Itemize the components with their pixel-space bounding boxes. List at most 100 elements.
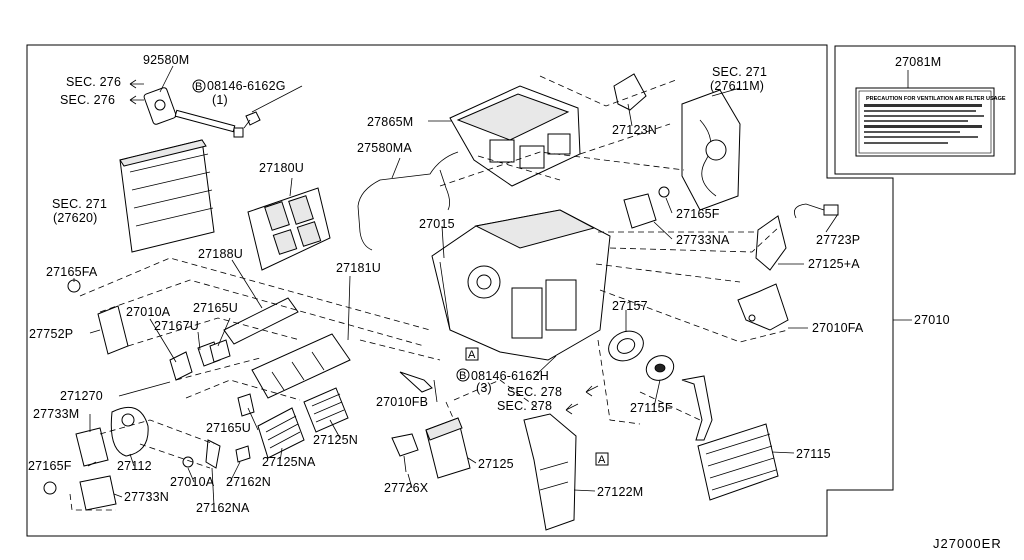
label-27733NA: 27733NA [676, 233, 730, 247]
side-vent-27125N-part [303, 387, 349, 433]
arrow-sec278-lower [565, 403, 579, 415]
label-27010A-b: 27010A [170, 475, 215, 489]
label-27010A-a: 27010A [126, 305, 171, 319]
part-labels: 92580M SEC. 276 SEC. 276 B 08146-6162G (… [28, 53, 950, 515]
screw-27165F-part [43, 481, 57, 495]
label-08146-6162G-qty: (1) [212, 93, 228, 107]
label-sec278-a: SEC. 278 [507, 385, 562, 399]
label-sec276-a: SEC. 276 [66, 75, 121, 89]
label-27181U: 27181U [336, 261, 381, 275]
label-27122M: 27122M [597, 485, 643, 499]
label-27125A: 27125+A [808, 257, 860, 271]
label-sec276-b: SEC. 276 [60, 93, 115, 107]
inset-part-number: 27081M [895, 55, 941, 69]
label-08146-6162G: 08146-6162G [207, 79, 286, 93]
label-27165F-a: 27165F [676, 207, 720, 221]
side-vent-27125NA-part [257, 407, 305, 459]
label-27165U-b: 27165U [206, 421, 251, 435]
label-27733N: 27733N [124, 490, 169, 504]
main-frame [26, 44, 894, 537]
svg-text:PRECAUTION FOR VENTILATION AIR: PRECAUTION FOR VENTILATION AIR FILTER US… [866, 96, 1006, 102]
label-27162NA: 27162NA [196, 501, 250, 515]
label-27115F: 27115F [630, 401, 673, 415]
bolt-b-marker-2 [456, 368, 470, 382]
label-271270: 271270 [60, 389, 103, 403]
center-vent-grille-part [247, 187, 331, 271]
motor-27733M-part [75, 427, 109, 467]
label-08146-6162H: 08146-6162H [471, 369, 549, 383]
duct-27188U-part [223, 297, 299, 345]
label-27010: 27010 [914, 313, 950, 327]
arrow-sec278-upper [585, 385, 599, 397]
diagram-code: J27000ER [933, 536, 1002, 551]
box-a-marker-2 [595, 452, 609, 466]
clip-27165U-part [209, 339, 231, 363]
label-27165F-b: 27165F [28, 459, 72, 473]
clip-27162NA-part [205, 439, 221, 469]
label-27165FA: 27165FA [46, 265, 98, 279]
bracket-27752P-part [97, 305, 129, 355]
bracket-27123N-part [613, 73, 647, 111]
sensor-27723P-part [793, 203, 839, 219]
wire-harness-part [357, 151, 459, 251]
seal-27115F-part [645, 355, 675, 381]
sensor-27726X-part [391, 433, 419, 473]
label-08146-6162H-qty: (3) [476, 381, 492, 395]
label-27611M: (27611M) [710, 79, 764, 93]
label-27125NA: 27125NA [262, 455, 316, 469]
label-sec271-b: SEC. 271 [712, 65, 767, 79]
label-27580MA: 27580MA [357, 141, 412, 155]
label-27180U: 27180U [259, 161, 304, 175]
label-27165U-a: 27165U [193, 301, 238, 315]
label-27167U: 27167U [154, 319, 199, 333]
bracket-27010FB-part [399, 371, 433, 393]
intake-actuator-part [681, 89, 741, 211]
bolt-b-marker-1 [192, 79, 206, 93]
actuator-27125-part [425, 417, 471, 479]
label-27115: 27115 [796, 447, 831, 461]
leader-lines [73, 65, 912, 507]
clip-27010A-part [169, 351, 193, 381]
clip-27162N-part [235, 445, 251, 463]
dashed-assembly-lines [69, 75, 789, 511]
box-a-label-2: A [598, 454, 606, 466]
bolt-b-prefix-2: B [459, 370, 466, 382]
label-27188U: 27188U [198, 247, 243, 261]
label-27733M: 27733M [33, 407, 79, 421]
label-27726X: 27726X [384, 481, 429, 495]
door-lever-part [110, 406, 149, 457]
expansion-valve-part [143, 87, 244, 138]
box-a-marker-1 [465, 347, 479, 361]
actuator-27125A-part [755, 215, 787, 271]
label-27123N: 27123N [612, 123, 657, 137]
clip-27165U-b-part [237, 393, 255, 417]
label-27723P: 27723P [816, 233, 860, 247]
label-27010FB: 27010FB [376, 395, 428, 409]
label-sec271-a: SEC. 271 [52, 197, 107, 211]
label-27620: (27620) [53, 211, 98, 225]
arrow-sec276-lower [129, 95, 144, 105]
intake-duct-part [449, 85, 581, 187]
label-27125N: 27125N [313, 433, 358, 447]
heater-core-part [681, 375, 779, 501]
evaporator-part [119, 139, 215, 253]
resistor-part [623, 186, 670, 229]
label-27865M: 27865M [367, 115, 413, 129]
box-a-label-1: A [468, 349, 476, 361]
vent-grille-27181U-part [251, 333, 351, 399]
heater-unit-part [431, 209, 611, 361]
bolt-part [243, 111, 261, 129]
label-27125: 27125 [478, 457, 514, 471]
label-27015: 27015 [419, 217, 455, 231]
motor-27733N-part [79, 475, 117, 511]
label-sec278-b: SEC. 278 [497, 399, 552, 413]
inset-frame [834, 45, 1016, 175]
label-27162N: 27162N [226, 475, 271, 489]
label-27157: 27157 [612, 299, 648, 313]
seal-27157-part [608, 330, 644, 362]
bolt-b-prefix-1: B [195, 81, 202, 93]
label-27752P: 27752P [29, 327, 73, 341]
label-27112: 27112 [117, 459, 152, 473]
